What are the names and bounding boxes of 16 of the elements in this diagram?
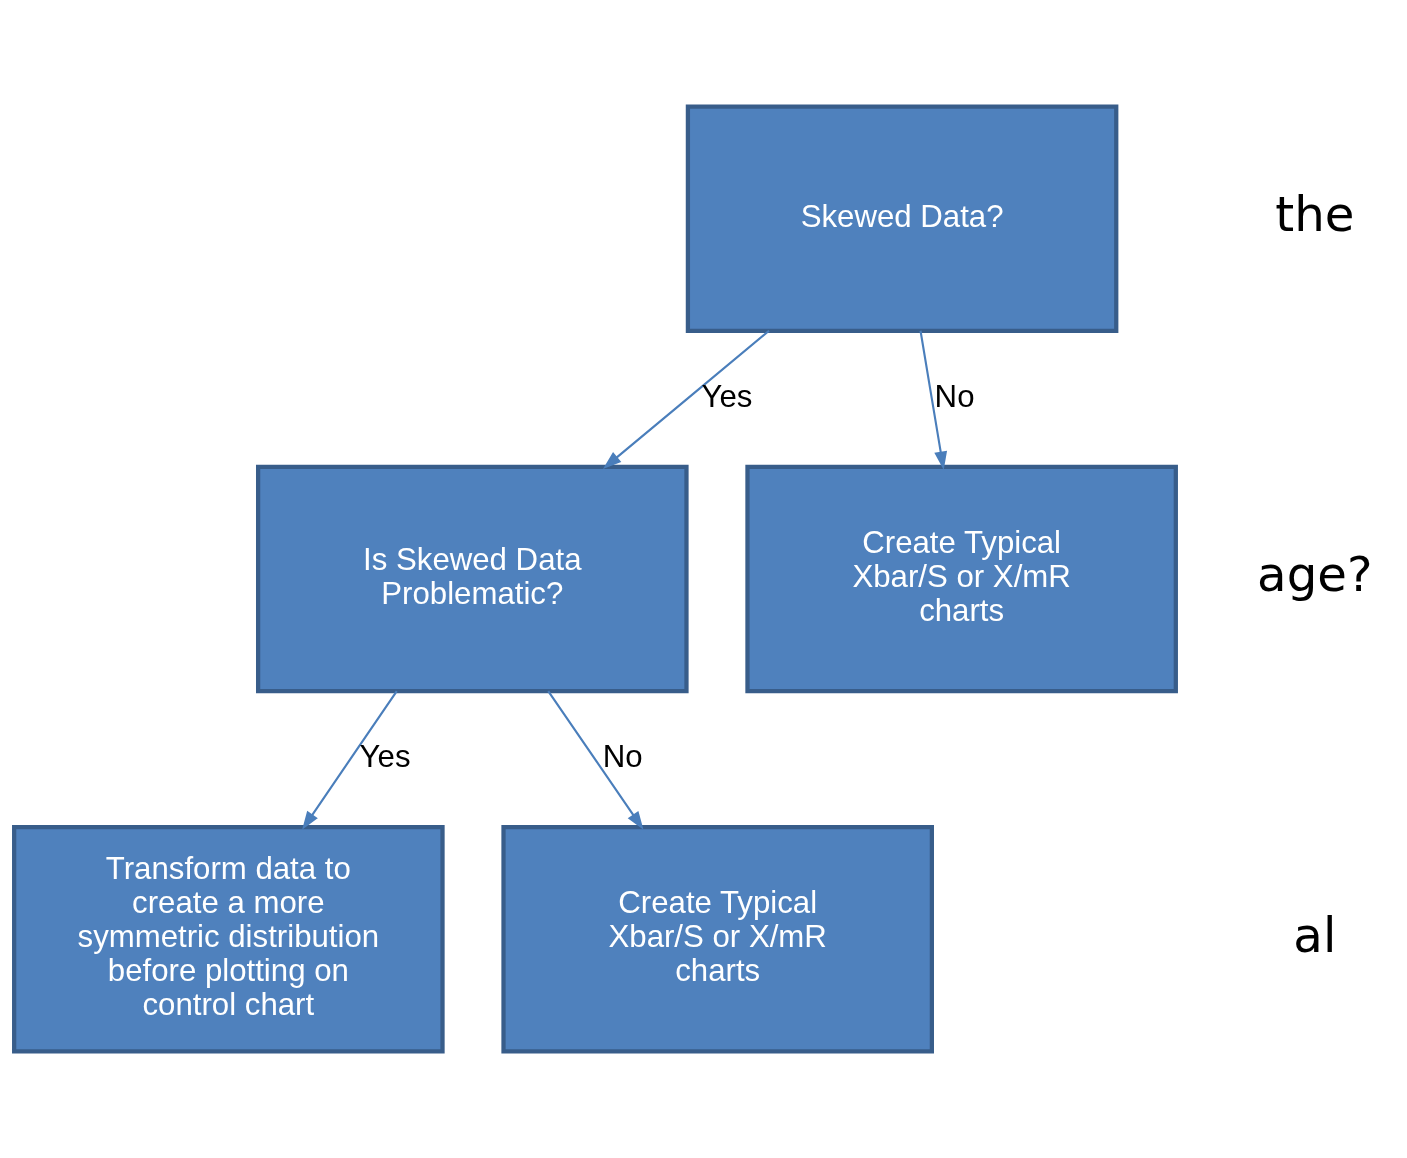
edge-label: Yes [701,378,753,414]
edge-label: No [934,378,975,414]
node-box: Create Typical Xbar/S or X/mR charts [501,825,934,1054]
label: the [1275,186,1355,243]
node-box: Transform data to create a more symmetric distribution before plotting on control chart [12,825,445,1054]
arrow [602,329,770,469]
label: age? [1257,546,1373,603]
arrow [302,690,398,830]
node-box: Is Skewed Data Problematic? [256,464,689,694]
node-box: Create Typical Xbar/S or X/mR charts [745,464,1178,694]
label: al [1293,906,1337,963]
node-box: Skewed Data? [685,104,1119,333]
arrow [919,330,948,471]
arrow [547,690,644,830]
edge-label: Yes [359,739,411,775]
edge-label: No [602,739,643,775]
